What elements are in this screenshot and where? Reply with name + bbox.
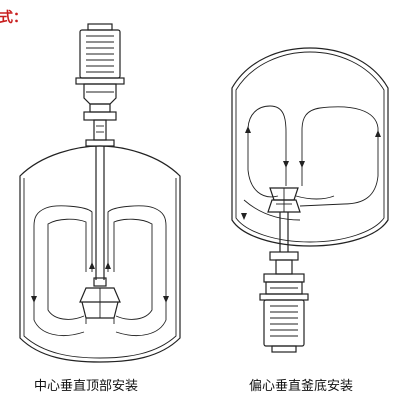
agitator-shaft [95,146,105,280]
section-heading: 式： [0,10,27,26]
top-reducer [83,83,117,147]
caption-eccentric-bottom-mount: 偏心垂直釜底安装 [249,379,354,394]
left-vessel [19,145,181,363]
caption-center-top-mount: 中心垂直顶部安装 [34,379,139,394]
bottom-seal-reducer [263,251,305,295]
center-top-mount-diagram [19,23,181,363]
bottom-shaft [279,212,289,252]
bottom-motor [259,293,309,353]
bottom-impeller [267,187,301,213]
left-flow-loops [31,205,169,336]
eccentric-bottom-mount-diagram [231,47,389,353]
right-flow-loops [241,105,381,221]
top-motor [75,23,125,85]
right-vessel [231,47,389,247]
center-impeller [79,277,121,324]
